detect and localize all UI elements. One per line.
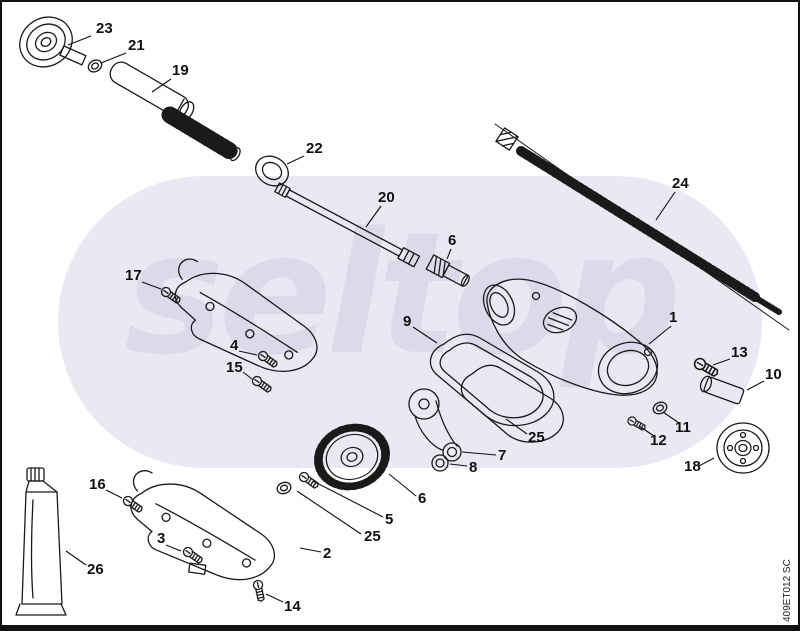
part-1-gear-head <box>482 278 659 396</box>
callout-9: 9 <box>403 313 411 330</box>
callout-21: 21 <box>128 37 145 54</box>
callout-leader-17 <box>141 281 162 290</box>
callout-leader-9 <box>412 326 438 344</box>
callout-6-shaft: 6 <box>448 232 456 249</box>
callout-leader-21 <box>100 52 127 64</box>
page-border-bottom <box>0 625 800 631</box>
part-spring-adapter <box>161 106 241 162</box>
callout-leader-25-washer <box>296 490 362 535</box>
watermark-text: seltop <box>124 196 676 392</box>
callout-leader-2 <box>299 547 322 553</box>
callout-3: 3 <box>157 530 165 547</box>
callout-leader-8 <box>449 463 468 467</box>
callout-leader-1 <box>648 325 672 345</box>
background-band <box>58 176 762 468</box>
callout-leader-19 <box>151 78 172 93</box>
part-23-shaft-stub <box>59 45 87 66</box>
callout-14: 14 <box>284 598 301 615</box>
part-6-shaft-piece <box>425 254 470 287</box>
part-25-washer <box>274 479 294 497</box>
callout-10: 10 <box>765 366 782 383</box>
callout-12: 12 <box>650 432 667 449</box>
callout-leader-20 <box>365 205 382 228</box>
part-9-gasket <box>429 333 555 427</box>
callout-7: 7 <box>498 447 506 464</box>
part-8-ring <box>431 454 449 472</box>
part-5-bolt <box>297 470 321 491</box>
callout-11: 11 <box>675 419 691 436</box>
callout-23: 23 <box>96 20 113 37</box>
callout-leader-18 <box>698 457 715 467</box>
callout-24: 24 <box>672 175 689 192</box>
callout-1: 1 <box>669 309 677 326</box>
callout-17: 17 <box>125 267 142 284</box>
callout-leader-26 <box>65 550 87 566</box>
callout-5: 5 <box>385 511 393 528</box>
callout-leader-16 <box>105 489 123 499</box>
callout-leader-3 <box>165 544 182 552</box>
callout-leader-4 <box>238 350 258 356</box>
part-20-drive-shaft <box>274 182 421 268</box>
part-16-screw <box>121 494 145 515</box>
callout-leader-25-gasket <box>505 418 528 435</box>
part-25-gasket-ring <box>460 364 564 443</box>
callout-leader-15 <box>242 371 253 380</box>
callout-leader-23 <box>67 35 92 46</box>
callout-leader-6-shaft <box>446 248 452 260</box>
callout-13: 13 <box>731 344 748 361</box>
part-upper-cover <box>164 258 328 378</box>
callout-20: 20 <box>378 189 395 206</box>
part-26-grease-tube <box>15 467 67 616</box>
part-18-flange <box>716 422 770 474</box>
callout-8: 8 <box>469 459 477 476</box>
callout-leader-10 <box>746 380 765 391</box>
callout-4: 4 <box>230 337 239 354</box>
callout-leader-7 <box>461 451 497 456</box>
callout-leader-14 <box>265 593 284 603</box>
callout-15: 15 <box>226 359 243 376</box>
callout-2: 2 <box>323 545 331 562</box>
callout-leader-13 <box>712 358 731 366</box>
part-10-pin <box>699 375 745 405</box>
callout-25-gasket: 25 <box>528 429 545 446</box>
part-24-flex-shaft <box>494 123 790 331</box>
part-21-washer <box>85 57 105 75</box>
callout-25-washer: 25 <box>364 528 381 545</box>
callout-16: 16 <box>89 476 106 493</box>
callout-18: 18 <box>684 458 701 475</box>
callout-leader-24 <box>655 191 676 221</box>
part-22-collar-nut <box>255 155 289 187</box>
callout-leader-22 <box>286 155 305 165</box>
callout-19: 19 <box>172 62 189 79</box>
callout-26: 26 <box>87 561 104 578</box>
part-6-bevel-gear <box>314 423 390 491</box>
part-14-screw <box>252 579 267 603</box>
part-7-link <box>408 388 462 462</box>
callout-leader-6-gear <box>388 473 417 497</box>
part-23-bearing <box>19 16 73 68</box>
callout-22: 22 <box>306 140 323 157</box>
part-2-cover <box>122 470 284 586</box>
doc-code: 409ET012 SC <box>782 559 793 622</box>
callout-leader-5 <box>312 480 384 518</box>
callout-leader-11 <box>662 411 680 424</box>
callout-6-gear: 6 <box>418 490 426 507</box>
callout-leader-12 <box>638 425 655 437</box>
